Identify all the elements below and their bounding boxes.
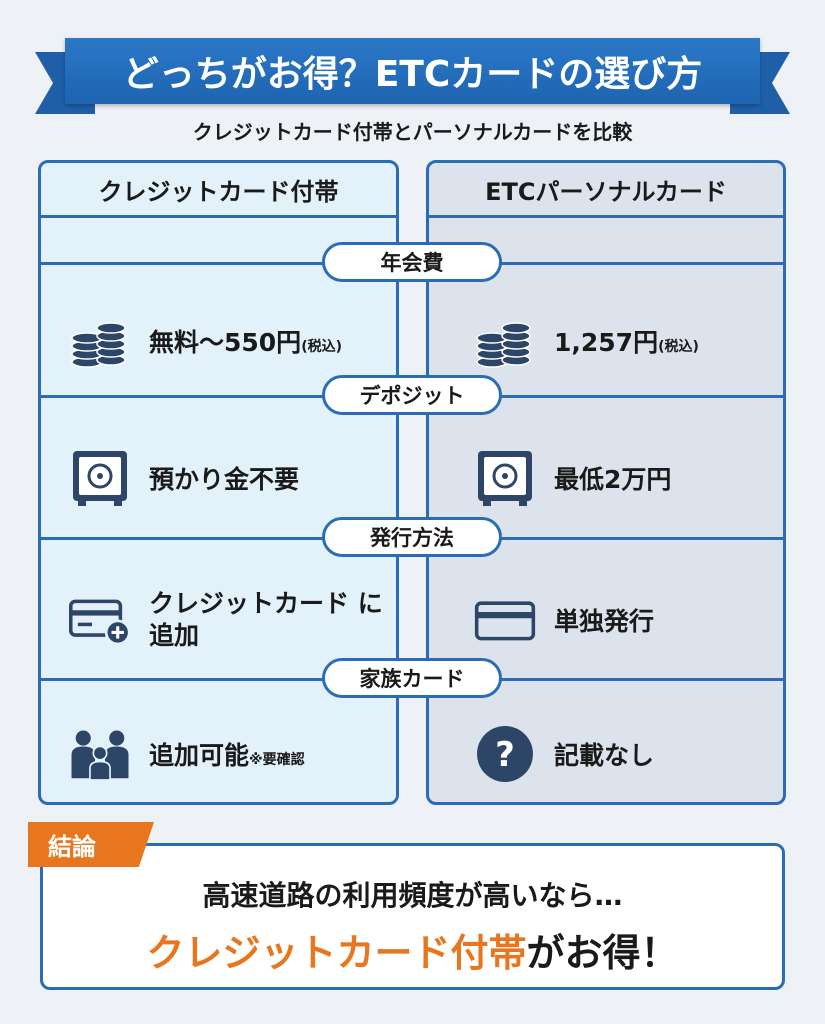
subtitle: クレジットカード付帯とパーソナルカードを比較 — [192, 120, 633, 144]
cell-value: 単独発行 — [554, 602, 654, 638]
cell-value: 1,257円(税込) — [554, 323, 699, 359]
card-add-icon — [69, 589, 131, 651]
column-header-left: クレジットカード付帯 — [41, 163, 396, 218]
title-banner: どっちがお得？ETCカードの選び方 — [65, 38, 760, 104]
row-divider — [41, 678, 396, 681]
value-note: (税込) — [658, 338, 699, 355]
row-label-pill: 発行方法 — [322, 517, 502, 557]
row-divider — [41, 262, 396, 265]
coins-icon — [69, 310, 131, 372]
cell-value: 最低2万円 — [554, 460, 671, 496]
value-text: 最低2万円 — [554, 465, 672, 494]
value-text: 記載なし — [554, 740, 655, 770]
conclusion-line2: クレジットカード付帯がお得！ — [43, 922, 782, 977]
value-text: 1,257円 — [554, 327, 659, 357]
svg-text:?: ? — [495, 735, 515, 775]
cell-value: 記載なし — [554, 736, 654, 772]
conclusion-tail: がお得！ — [526, 931, 679, 975]
card-icon — [474, 589, 536, 651]
value-text: 無料〜550円 — [149, 327, 302, 357]
cell-left: 預かり金不要 — [41, 416, 396, 540]
row-label-pill: 年会費 — [322, 242, 502, 282]
cell-right: 1,257円(税込) — [429, 283, 783, 398]
cell-value: 追加可能※要確認 — [149, 736, 305, 772]
row-label-pill: デポジット — [322, 375, 502, 415]
conclusion-line1: 高速道路の利用頻度が高いなら… — [202, 879, 623, 912]
cell-left: 追加可能※要確認 — [41, 699, 396, 802]
safe-icon — [474, 447, 536, 509]
cell-value: クレジットカード に追加 — [149, 588, 389, 651]
cell-right: 単独発行 — [429, 558, 783, 681]
value-text: クレジットカード に追加 — [149, 589, 383, 650]
cell-value: 無料〜550円(税込) — [149, 323, 342, 359]
column-header-right: ETCパーソナルカード — [429, 163, 783, 218]
row-divider — [429, 537, 783, 540]
cell-right: ? 記載なし — [429, 699, 783, 802]
row-divider — [429, 395, 783, 398]
cell-left: 無料〜550円(税込) — [41, 283, 396, 398]
cell-left: クレジットカード に追加 — [41, 558, 396, 681]
value-text: 預かり金不要 — [149, 465, 300, 494]
row-divider — [41, 537, 396, 540]
row-divider — [429, 678, 783, 681]
conclusion-box: 高速道路の利用頻度が高いなら… クレジットカード付帯がお得！ — [40, 843, 785, 990]
cell-right: 最低2万円 — [429, 416, 783, 540]
value-note: ※要確認 — [249, 751, 305, 768]
safe-icon — [69, 447, 131, 509]
conclusion-highlight: クレジットカード付帯 — [146, 931, 527, 975]
row-label-pill: 家族カード — [322, 658, 502, 698]
family-icon — [69, 723, 131, 785]
question-icon: ? — [474, 723, 536, 785]
coins-icon — [474, 310, 536, 372]
value-note: (税込) — [301, 338, 342, 355]
conclusion-tag: 結論 — [28, 822, 154, 867]
row-divider — [429, 262, 783, 265]
row-divider — [41, 395, 396, 398]
value-text: 追加可能 — [149, 740, 250, 770]
value-text: 単独発行 — [554, 606, 655, 636]
cell-value: 預かり金不要 — [149, 460, 299, 496]
page-title: どっちがお得？ETCカードの選び方 — [122, 54, 703, 95]
